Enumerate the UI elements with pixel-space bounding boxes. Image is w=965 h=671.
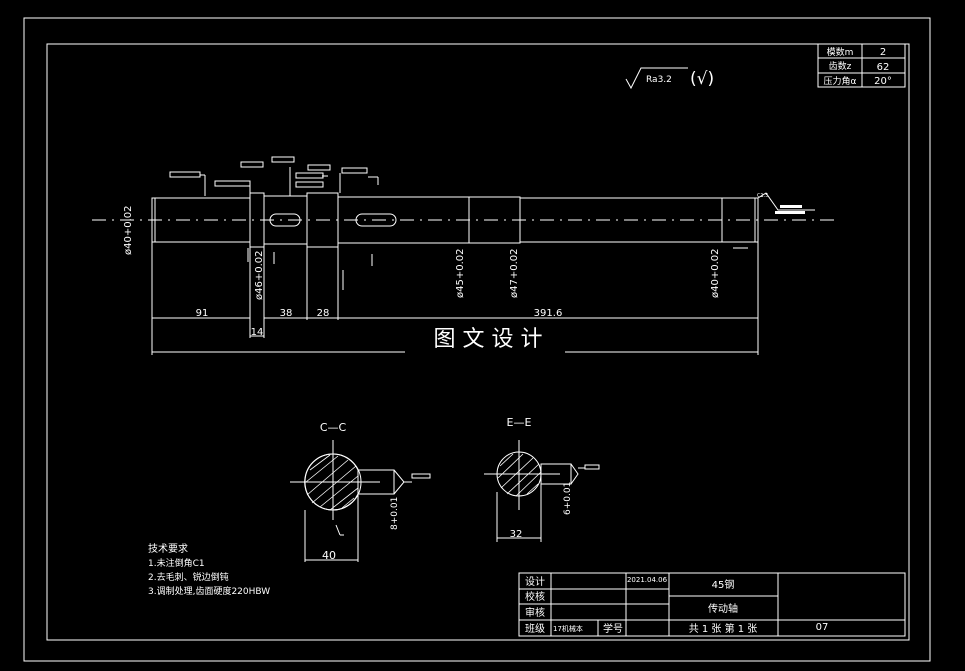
dia-right-label: ø40+0.02 — [710, 249, 721, 299]
geometric-tolerance-frames — [169, 156, 379, 196]
shaft-view: C1.5 ø40+0.02 ø46+0.02 ø — [92, 156, 838, 355]
chamfer-label: C1.5 — [757, 193, 768, 199]
dia-left-label: ø40+0.02 — [123, 206, 134, 256]
section-cc-title: C—C — [320, 421, 347, 434]
dim-38: 38 — [280, 308, 293, 319]
section-cc-width: 40 — [322, 549, 336, 562]
tb-sheet: 共 1 张 第 1 张 — [689, 622, 758, 635]
tb-material: 45钢 — [712, 578, 735, 591]
dim-total: 391.6 — [534, 308, 563, 319]
dim-28: 28 — [317, 308, 330, 319]
tech-item: 3.调制处理,齿面硬度220HBW — [148, 585, 270, 597]
gear-param-label: 压力角α — [824, 75, 857, 87]
tb-drawing-no: 07 — [816, 622, 829, 633]
keyway-right — [355, 213, 397, 227]
keyway-left — [269, 213, 301, 227]
section-ee-width: 32 — [510, 529, 523, 540]
tb-class: 班级 — [525, 623, 545, 635]
gear-param-label: 齿数z — [829, 60, 852, 72]
section-ee-title: E—E — [507, 416, 532, 429]
dim-14: 14 — [251, 327, 264, 338]
tech-requirements: 技术要求 1.未注倒角C1 2.去毛刺、锐边倒钝 3.调制处理,齿面硬度220H… — [148, 542, 270, 597]
tb-part-name: 传动轴 — [708, 602, 738, 615]
tech-item: 1.未注倒角C1 — [148, 557, 205, 569]
roughness-icon — [625, 67, 688, 90]
gear-param-value: 20° — [874, 76, 892, 87]
dia-47-label: ø47+0.02 — [509, 249, 520, 299]
roughness-paren: (√) — [690, 69, 714, 89]
tb-design: 设计 — [525, 575, 545, 588]
gear-param-label: 模数m — [827, 46, 854, 58]
dia-46-label: ø46+0.02 — [254, 251, 265, 301]
watermark-text: 图 文 设 计 — [434, 327, 543, 352]
tb-review: 审核 — [525, 606, 545, 619]
section-ee-depth: 6+0.01 — [563, 482, 573, 515]
tb-check: 校核 — [525, 590, 545, 603]
tech-title: 技术要求 — [148, 542, 188, 555]
inner-frame — [46, 43, 910, 641]
gear-param-value: 2 — [880, 47, 886, 58]
tech-item: 2.去毛刺、锐边倒钝 — [148, 571, 229, 583]
dia-45-label: ø45+0.02 — [455, 249, 466, 299]
tb-student-no: 学号 — [603, 622, 623, 635]
outer-frame — [23, 17, 931, 662]
roughness-value: Ra3.2 — [646, 75, 672, 85]
section-ee: E—E 32 6+0.01 — [484, 416, 600, 542]
dim-91: 91 — [196, 308, 209, 319]
gear-param-table: 模数m 2 齿数z 62 压力角α 20° — [817, 43, 906, 88]
section-cc: C—C 40 8+0.01 — [290, 421, 431, 562]
title-block: 设计 校核 审核 班级 17机械本 学号 2021.04.06 45钢 传动轴 … — [518, 572, 906, 637]
gear-param-value: 62 — [877, 62, 890, 73]
section-cc-depth: 8+0.01 — [390, 497, 400, 530]
tb-date: 2021.04.06 — [627, 576, 668, 584]
roughness-note: Ra3.2 (√) — [625, 67, 714, 90]
tb-class-value: 17机械本 — [553, 624, 583, 633]
